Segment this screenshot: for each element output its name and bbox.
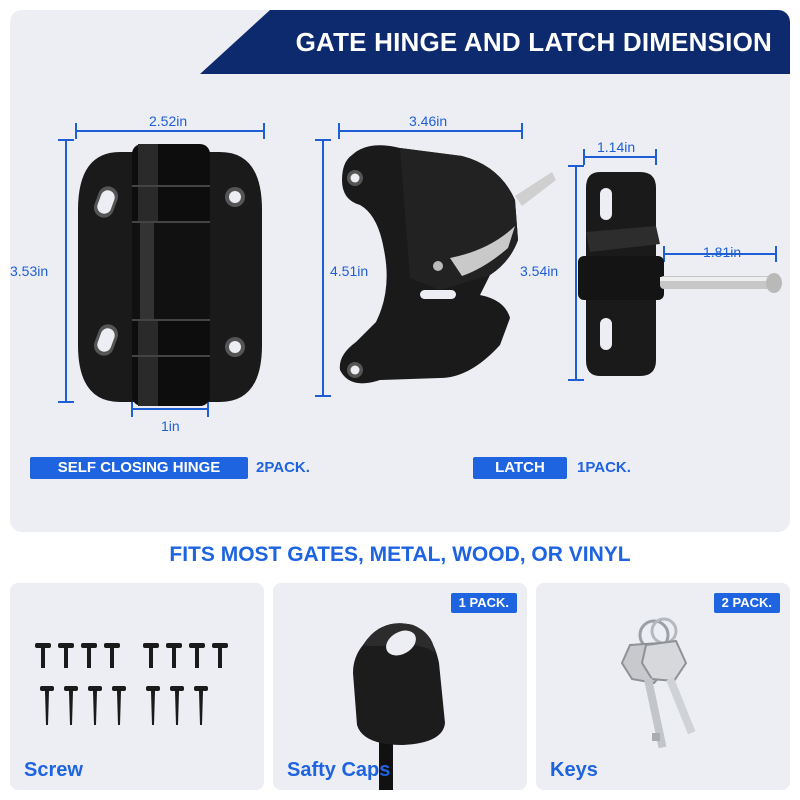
- latch-pack-count: 1PACK.: [577, 459, 631, 476]
- keeper-pin-label: 1.81in: [703, 244, 742, 260]
- latch-label-badge: LATCH: [473, 457, 567, 479]
- screw-card: Screw: [10, 583, 264, 790]
- product-drawings: [58, 123, 782, 417]
- safety-caps-card: 1 PACK. Safty Caps: [273, 583, 527, 790]
- keys-label: Keys: [550, 759, 598, 781]
- safety-caps-label: Safty Caps: [287, 759, 391, 781]
- keeper-drawing: [578, 172, 782, 376]
- hinge-knuckle-label: 1in: [161, 418, 180, 434]
- hinge-drawing: [78, 144, 262, 406]
- keys-image: [620, 617, 696, 749]
- screw-row-top: [35, 643, 228, 668]
- keys-card: 2 PACK. Keys: [536, 583, 790, 790]
- title-banner: [200, 10, 790, 74]
- latch-width-label: 3.46in: [409, 113, 448, 129]
- compatibility-tagline: FITS MOST GATES, METAL, WOOD, OR VINYL: [169, 543, 631, 566]
- latch-drawing: [339, 145, 556, 384]
- screw-row-bottom: [40, 686, 208, 725]
- page-title: GATE HINGE AND LATCH DIMENSION: [295, 27, 772, 57]
- keeper-width-label: 1.14in: [597, 139, 636, 155]
- hinge-label-badge: SELF CLOSING HINGE: [30, 457, 248, 479]
- hinge-width-label: 2.52in: [149, 113, 188, 129]
- keeper-height-label: 3.54in: [520, 263, 559, 279]
- hinge-pack-count: 2PACK.: [256, 459, 310, 476]
- keys-badge: 2 PACK.: [713, 593, 780, 613]
- latch-height-label: 4.51in: [330, 263, 369, 279]
- screws-image: [35, 643, 228, 725]
- safety-cap-image: [353, 623, 445, 790]
- safety-caps-badge: 1 PACK.: [450, 593, 517, 613]
- dimension-lines: [58, 123, 777, 417]
- screw-label: Screw: [24, 759, 83, 781]
- hinge-height-label: 3.53in: [10, 263, 49, 279]
